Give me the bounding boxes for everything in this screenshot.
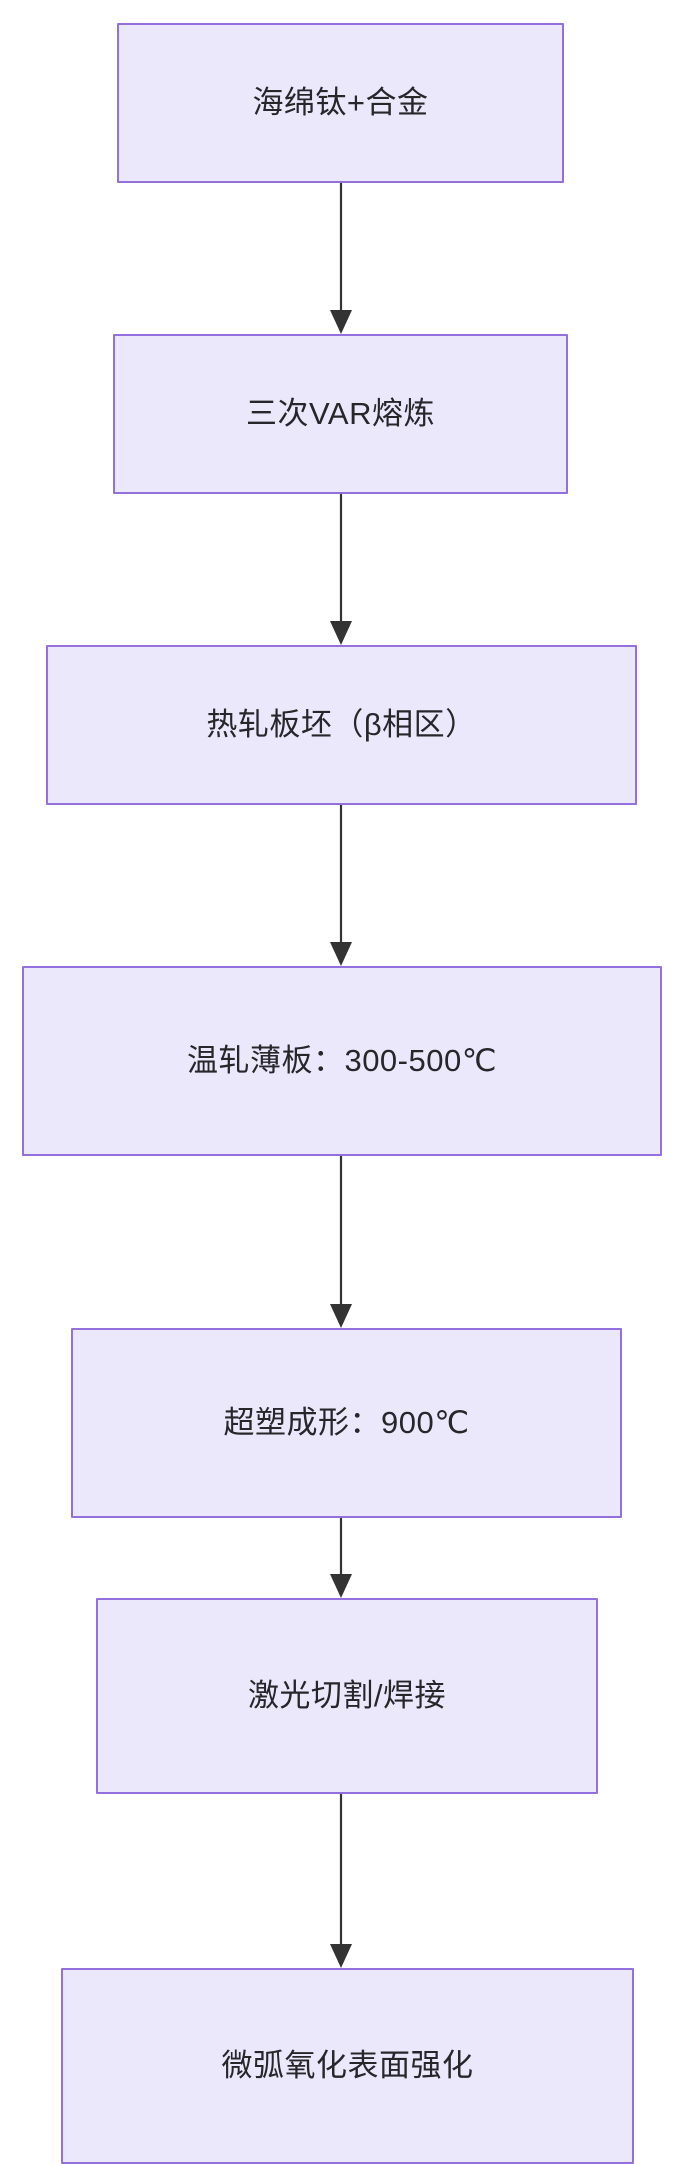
flow-node-3[interactable]: 热轧板坯（β相区）: [46, 645, 637, 805]
flow-node-6[interactable]: 激光切割/焊接: [96, 1598, 598, 1794]
flow-node-5-label: 超塑成形：900℃: [223, 1405, 470, 1441]
flow-node-4-label: 温轧薄板：300-500℃: [186, 1043, 498, 1079]
edge-n4-n5: [330, 1156, 352, 1328]
edge-n1-n2: [330, 183, 352, 334]
flow-node-2[interactable]: 三次VAR熔炼: [113, 334, 568, 494]
flow-node-7-label: 微弧氧化表面强化: [221, 2048, 474, 2084]
flow-node-6-label: 激光切割/焊接: [247, 1678, 447, 1714]
flow-node-1[interactable]: 海绵钛+合金: [117, 23, 564, 183]
flowchart-canvas: 海绵钛+合金 三次VAR熔炼 热轧板坯（β相区） 温轧薄板：300-500℃ 超…: [22, 23, 662, 2164]
flow-node-1-label: 海绵钛+合金: [252, 85, 429, 121]
edge-n3-n4: [330, 805, 352, 966]
edge-n5-n6: [330, 1518, 352, 1598]
flow-node-3-label: 热轧板坯（β相区）: [206, 707, 477, 743]
edge-n6-n7: [330, 1794, 352, 1968]
edge-n2-n3: [330, 494, 352, 645]
flow-node-4[interactable]: 温轧薄板：300-500℃: [22, 966, 662, 1156]
flow-node-5[interactable]: 超塑成形：900℃: [71, 1328, 622, 1518]
flow-node-2-label: 三次VAR熔炼: [246, 396, 435, 432]
flow-node-7[interactable]: 微弧氧化表面强化: [61, 1968, 634, 2164]
